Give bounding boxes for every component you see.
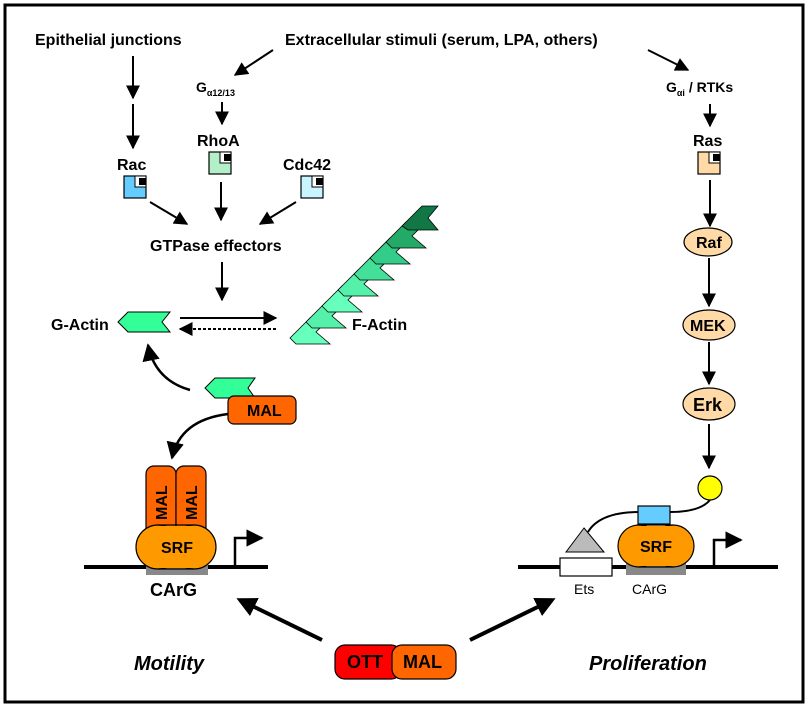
mal-fusion-box <box>391 644 457 680</box>
arrow-mal-to-nucleus <box>166 412 229 460</box>
erk-label: Erk <box>693 395 723 415</box>
transcription-start-right-icon <box>712 531 743 567</box>
mal-dimer-label-1: MAL <box>154 485 171 520</box>
mal-free-label: MAL <box>247 403 282 420</box>
phosphate-icon <box>697 475 723 501</box>
arrow-cdc42-effectors <box>258 201 297 225</box>
srf-left-label: SRF <box>161 540 193 557</box>
mal-free-box <box>227 395 297 425</box>
arrow-rac-effectors <box>149 201 189 225</box>
gtpase-effectors-label: GTPase effectors <box>150 238 282 255</box>
srf-right-label: SRF <box>640 539 672 556</box>
arrow-fusion-motility <box>236 598 323 642</box>
mek-node <box>682 309 736 341</box>
mek-label: MEK <box>690 318 726 335</box>
mal-fusion-label: MAL <box>403 652 442 672</box>
ott-label: OTT <box>347 652 383 672</box>
mal-dimer-icon <box>145 465 207 537</box>
carg-left-label: CArG <box>150 580 197 600</box>
g-actin-monomer-icon <box>117 311 172 333</box>
cdc42-label: Cdc42 <box>283 157 331 174</box>
srf-right-dimer-icon <box>617 524 695 568</box>
f-actin-filament-icon <box>289 205 439 345</box>
raf-label: Raf <box>696 235 722 252</box>
carg-right-label: CArG <box>632 581 667 597</box>
galphai-rtks-label: Gαi / RTKs <box>666 79 733 98</box>
extracellular-stimuli-label: Extracellular stimuli (serum, LPA, other… <box>285 32 598 49</box>
g-actin-bound-icon <box>204 377 256 399</box>
rac-icon <box>123 175 147 199</box>
arrow-mal-to-gactin <box>142 343 191 392</box>
ets-box <box>559 557 613 577</box>
f-actin-label: F-Actin <box>352 317 407 334</box>
diagram-border <box>3 3 805 704</box>
srf-left-dimer-icon <box>135 524 217 570</box>
galpha12-label: Gα12/13 <box>196 79 235 98</box>
tcf-box-icon <box>637 505 671 525</box>
rhoa-label: RhoA <box>197 133 240 150</box>
transcription-start-left-icon <box>233 529 264 567</box>
arrow-stimuli-galphai <box>647 49 690 71</box>
arrow-fusion-proliferation <box>469 598 556 642</box>
ras-label: Ras <box>693 133 722 150</box>
tcf-triangle-icon <box>565 527 606 553</box>
raf-node <box>683 227 733 257</box>
ets-label: Ets <box>574 581 594 597</box>
mal-dimer-label-2: MAL <box>184 485 201 520</box>
erk-node <box>682 387 736 421</box>
cdc42-icon <box>300 175 324 199</box>
g-actin-label: G-Actin <box>51 317 109 334</box>
motility-label: Motility <box>134 653 205 675</box>
proliferation-label: Proliferation <box>589 653 707 675</box>
epithelial-junctions-label: Epithelial junctions <box>35 32 182 49</box>
rhoa-icon <box>208 151 232 175</box>
rac-label: Rac <box>117 157 146 174</box>
ras-icon <box>697 151 721 175</box>
arrow-stimuli-galpha12 <box>233 49 274 76</box>
